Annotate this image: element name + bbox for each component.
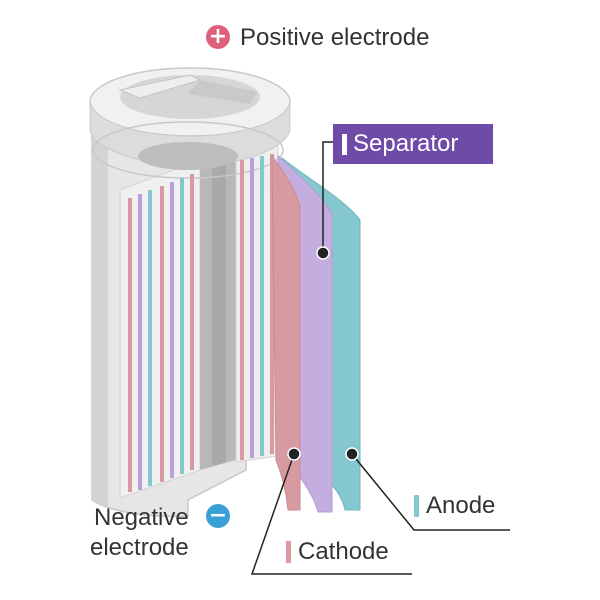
plus-icon: + <box>206 25 230 49</box>
anode-callout <box>345 447 510 531</box>
cathode-label: Cathode <box>298 538 389 565</box>
separator-label-box: Separator <box>333 124 493 164</box>
wound-layers-right <box>240 154 274 460</box>
positive-electrode-label: Positive electrode <box>240 24 430 51</box>
anode-label: Anode <box>426 492 496 519</box>
negative-electrode-label-line1: Negative <box>94 504 189 531</box>
negative-electrode-label-line2: electrode <box>90 534 189 561</box>
cathode-key-bar <box>286 541 291 563</box>
positive-cap <box>89 67 291 179</box>
separator-key-bar <box>342 134 347 155</box>
peeled-cathode-layer <box>271 154 301 511</box>
cathode-callout <box>250 447 412 575</box>
separator-callout <box>316 141 333 260</box>
anode-key-bar <box>414 495 419 517</box>
wound-layers-left <box>128 174 194 492</box>
separator-label: Separator <box>353 130 459 157</box>
minus-icon: − <box>206 504 230 528</box>
